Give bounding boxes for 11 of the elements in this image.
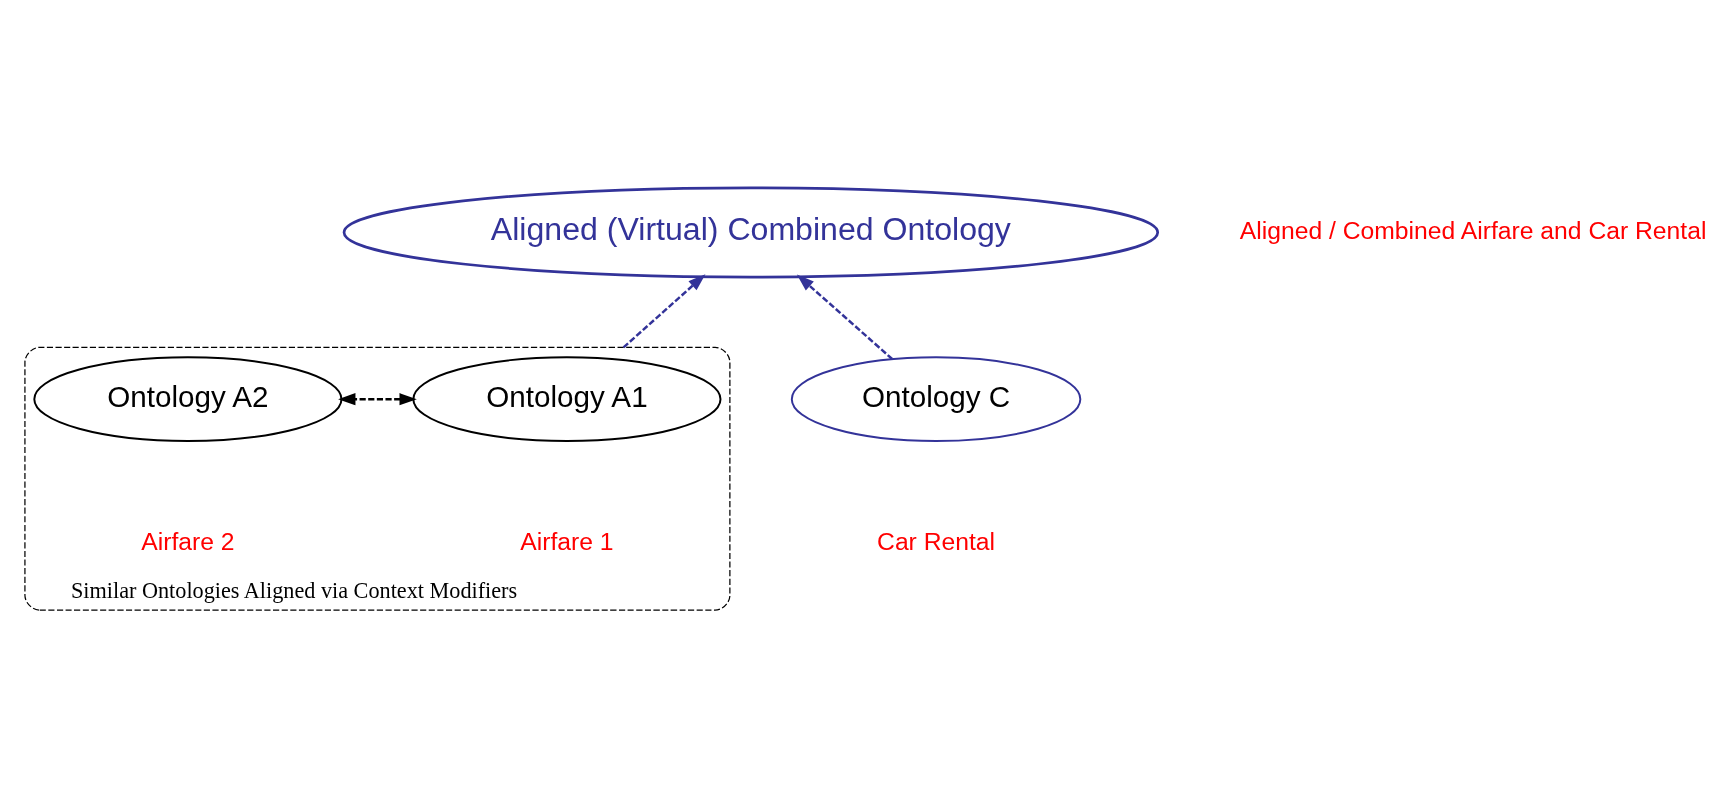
arrow — [337, 393, 417, 406]
node-ellipse: Ontology A1 — [411, 356, 721, 442]
node-ellipse: Aligned (Virtual) Combined Ontology — [342, 186, 1159, 279]
node-label: Airfare 2 — [140, 527, 235, 555]
arrow — [796, 274, 893, 360]
node-ellipse: Ontology A2 — [32, 356, 342, 442]
node-ellipse: Ontology C — [790, 356, 1081, 442]
node-label: Airfare 1 — [519, 527, 614, 555]
arrow — [622, 274, 705, 349]
node-label: Car Rental — [876, 527, 995, 555]
node-label: Aligned / Combined Airfare and Car Rental — [1239, 216, 1706, 244]
